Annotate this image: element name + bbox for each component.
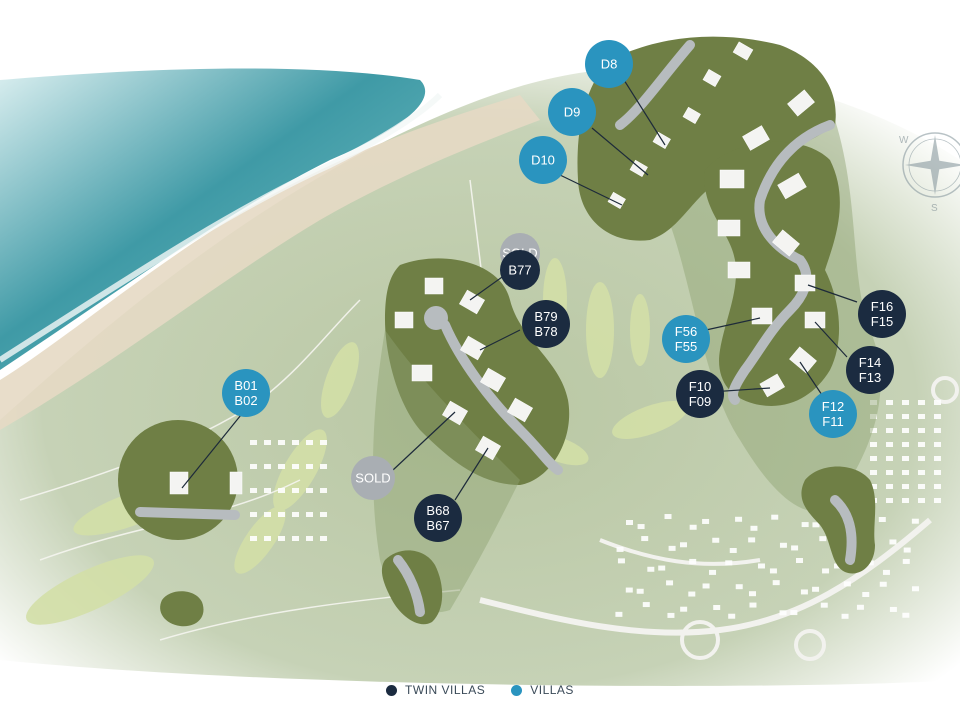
compass-s-label: S [931, 203, 938, 214]
marker-label: B68 [426, 503, 449, 518]
marker-d8[interactable]: D8 [585, 40, 633, 88]
plot-markers: D8D9D10SOLDB77B79B78B01B02SOLDB68B67F16F… [222, 40, 906, 542]
marker-label: B79 [534, 309, 557, 324]
legend-villas-label: VILLAS [530, 683, 574, 697]
marker-circle[interactable] [222, 369, 270, 417]
plot-zone-f[interactable] [704, 141, 840, 406]
marker-label: D9 [564, 105, 581, 120]
plot-zone-b-highlight [373, 330, 520, 613]
marker-label: B77 [508, 263, 531, 278]
marker-circle[interactable] [522, 300, 570, 348]
compass-rose: W S [899, 132, 960, 214]
marker-label: F13 [859, 370, 881, 385]
marker-label: D8 [601, 57, 618, 72]
marker-label: D10 [531, 153, 555, 168]
marker-label: F09 [689, 394, 711, 409]
map-legend: TWIN VILLAS VILLAS [0, 676, 960, 704]
marker-circle[interactable] [676, 370, 724, 418]
marker-b77[interactable]: B77 [500, 250, 540, 290]
plot-zone-d[interactable] [577, 36, 836, 241]
resort-area [250, 376, 959, 661]
marker-circle[interactable] [858, 290, 906, 338]
marker-label: F12 [822, 399, 844, 414]
marker-label: F55 [675, 339, 697, 354]
marker-circle[interactable] [519, 136, 567, 184]
marker-d10[interactable]: D10 [519, 136, 567, 184]
marker-d9[interactable]: D9 [548, 88, 596, 136]
marker-label: F56 [675, 324, 697, 339]
marker-circle[interactable] [548, 88, 596, 136]
marker-circle[interactable] [351, 456, 395, 500]
villas-dot-icon [511, 684, 523, 696]
marker-sold[interactable]: SOLD [351, 456, 395, 500]
marker-label: B78 [534, 324, 557, 339]
marker-circle[interactable] [585, 40, 633, 88]
legend-twin-villas-label: TWIN VILLAS [405, 683, 486, 697]
marker-label: B02 [234, 393, 257, 408]
plot-zone-small-west[interactable] [160, 591, 204, 627]
surf-line [0, 92, 443, 363]
compass-w-label: W [899, 135, 909, 146]
marker-label: F15 [871, 314, 893, 329]
twin-villas-dot-icon [386, 684, 398, 696]
marker-label: B67 [426, 518, 449, 533]
marker-label: F14 [859, 355, 881, 370]
dune-belt [0, 95, 540, 430]
marker-label: B01 [234, 378, 257, 393]
marker-circle[interactable] [662, 315, 710, 363]
marker-label: F11 [822, 414, 843, 429]
legend-villas: VILLAS [511, 683, 574, 697]
legend-twin-villas: TWIN VILLAS [386, 683, 485, 697]
marker-circle[interactable] [414, 494, 462, 542]
plot-zones [118, 36, 881, 627]
marker-circle[interactable] [846, 346, 894, 394]
marker-label: F16 [871, 299, 893, 314]
marker-circle[interactable] [809, 390, 857, 438]
marker-circle[interactable] [500, 250, 540, 290]
marker-label: SOLD [355, 471, 390, 486]
plot-zone-east[interactable] [801, 466, 876, 574]
marker-label: F10 [689, 379, 711, 394]
